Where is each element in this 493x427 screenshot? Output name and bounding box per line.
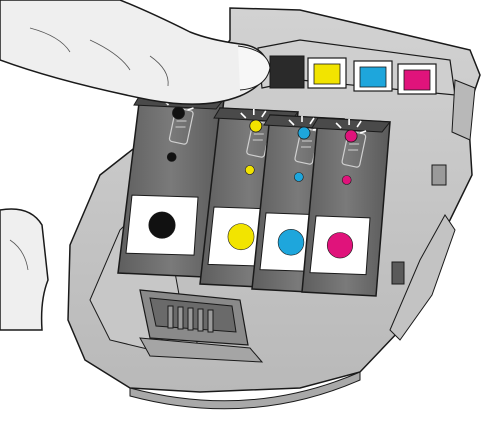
ink-light-magenta	[345, 130, 357, 142]
cartridge-label-dot-black	[149, 212, 175, 238]
cartridge-label-dot-cyan	[278, 229, 304, 255]
ink-light-yellow	[250, 120, 262, 132]
slot-swatch-cyan	[354, 61, 392, 91]
slot-swatch-magenta	[398, 64, 436, 94]
slot-swatch-yellow	[308, 58, 346, 88]
ink-light-cyan	[298, 127, 310, 139]
cartridge-row	[118, 95, 390, 296]
cartridge-label-dot-yellow	[228, 224, 254, 250]
cartridge-magenta	[302, 118, 390, 296]
ink-light-black	[173, 107, 185, 119]
cartridge-label-dot-magenta	[327, 233, 353, 259]
